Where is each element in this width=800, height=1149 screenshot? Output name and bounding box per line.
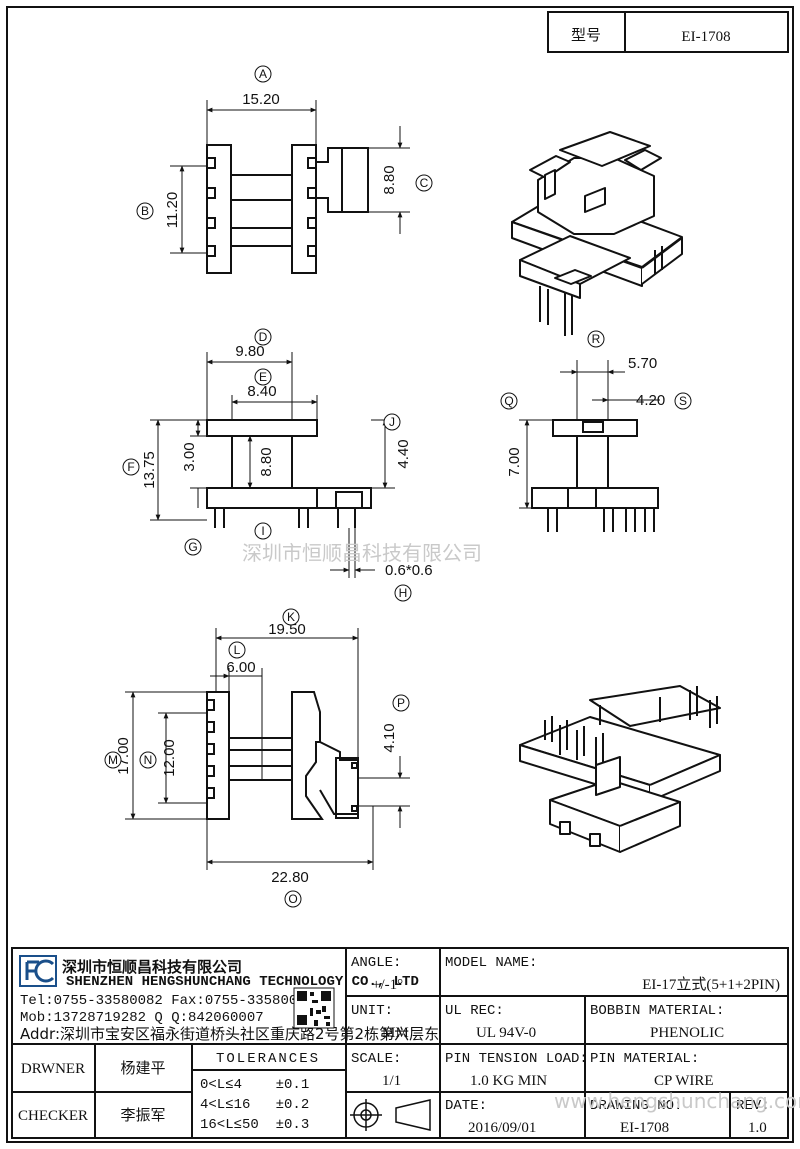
callout-n: N	[144, 753, 153, 767]
drwner-label: DRWNER	[21, 1061, 85, 1077]
qr-code	[293, 987, 335, 1029]
scale-label: SCALE:	[351, 1051, 401, 1067]
dim-n: 12.00	[161, 739, 178, 777]
company-mob-qq: Mob:13728719282 Q Q:842060007	[20, 1010, 264, 1026]
dim-d: 9.80	[235, 343, 264, 360]
callout-k: K	[287, 610, 295, 624]
company-name-en: SHENZHEN HENGSHUNCHANG TECHNOLOGY CO., L…	[66, 974, 419, 990]
angle-value: +/-1°	[372, 977, 403, 993]
dim-o: 22.80	[271, 869, 309, 886]
model-name-value: EI-17立式(5+1+2PIN)	[642, 976, 780, 993]
dim-k: 19.50	[268, 621, 306, 638]
dim-r: 5.70	[628, 355, 657, 372]
projection-symbol	[350, 1099, 431, 1131]
unit-label: UNIT:	[351, 1003, 393, 1019]
rev-label: REV:	[736, 1098, 770, 1114]
callout-l: L	[234, 643, 241, 657]
title-block-grid	[11, 947, 789, 1139]
callout-a: A	[259, 67, 267, 81]
company-name-cn: 深圳市恒顺昌科技有限公司	[62, 958, 242, 976]
pin-material-value: CP WIRE	[654, 1073, 714, 1089]
pin-tension-label: PIN TENSION LOAD:	[445, 1051, 588, 1067]
dim-q: 7.00	[506, 447, 523, 476]
company-logo	[19, 955, 57, 987]
tolerances-label: TOLERANCES	[216, 1051, 320, 1067]
dim-j: 4.40	[395, 439, 412, 468]
tolerance-row-1: 0<L≤4 ±0.1	[200, 1077, 309, 1093]
callout-o: O	[288, 892, 297, 906]
tolerance-row-2: 4<L≤16 ±0.2	[200, 1097, 309, 1113]
date-label: DATE:	[445, 1098, 487, 1114]
top-view	[206, 144, 369, 274]
bottom-view-dims	[125, 628, 410, 870]
drwner-value: 杨建平	[120, 1059, 165, 1077]
watermark-text: 深圳市恒顺昌科技有限公司	[242, 541, 482, 565]
unit-value: MM	[382, 1025, 409, 1041]
bobbin-material-label: BOBBIN MATERIAL:	[590, 1003, 724, 1019]
callout-c: C	[420, 176, 429, 190]
side-view-dims	[519, 360, 660, 509]
model-number: EI-1708	[681, 29, 730, 45]
isometric-view-top	[511, 131, 683, 336]
date-value: 2016/09/01	[468, 1120, 536, 1136]
callout-e: E	[259, 370, 267, 384]
callout-m: M	[108, 753, 118, 767]
rev-value: 1.0	[748, 1120, 767, 1136]
drawing-border	[6, 6, 794, 1143]
watermark-url: www.hengshunchang.com	[554, 1089, 800, 1113]
dim-a: 15.20	[242, 91, 280, 108]
checker-label: CHECKER	[18, 1108, 88, 1124]
tolerance-row-3: 16<L≤50 ±0.3	[200, 1117, 309, 1133]
callout-s: S	[679, 394, 687, 408]
dim-s: 4.20	[636, 392, 665, 409]
pin-tension-value: 1.0 KG MIN	[470, 1073, 547, 1089]
side-view	[531, 419, 659, 532]
dim-p: 4.10	[381, 723, 398, 752]
isometric-view-bottom	[519, 685, 721, 853]
callout-b: B	[141, 204, 149, 218]
ul-rec-value: UL 94V-0	[476, 1025, 536, 1041]
header-box: 型号 EI-1708	[547, 11, 789, 53]
dim-f: 13.75	[141, 451, 158, 489]
drawing-no-label: DRAWING NO:	[590, 1098, 682, 1114]
drawing-no-value: EI-1708	[620, 1120, 669, 1136]
callout-p: P	[397, 696, 405, 710]
ul-rec-label: UL REC:	[445, 1003, 504, 1019]
callout-r: R	[592, 332, 601, 346]
company-tel-fax: Tel:0755-33580082 Fax:0755-33580083	[20, 993, 314, 1009]
dim-b: 11.20	[164, 192, 181, 228]
callout-g: G	[188, 540, 197, 554]
dim-l: 6.00	[226, 659, 255, 676]
callout-j: J	[389, 415, 395, 429]
callout-q: Q	[504, 394, 513, 408]
callout-h: H	[399, 586, 408, 600]
bottom-view	[206, 691, 359, 820]
company-address: Addr:深圳市宝安区福永街道桥头社区重庆路2号第2栋第六层东	[20, 1025, 439, 1043]
type-label: 型号	[571, 26, 601, 44]
dim-f2: 3.00	[181, 442, 198, 471]
dim-f3: 8.80	[258, 447, 275, 476]
dim-e: 8.40	[247, 383, 276, 400]
angle-label: ANGLE:	[351, 955, 401, 971]
top-view-dims	[170, 100, 410, 254]
checker-value: 李振军	[120, 1106, 165, 1124]
callout-d: D	[259, 330, 268, 344]
callout-i: I	[261, 524, 264, 538]
front-view	[206, 419, 372, 528]
scale-value: 1/1	[382, 1073, 401, 1089]
model-name-label: MODEL NAME:	[445, 955, 537, 971]
callout-f: F	[127, 460, 134, 474]
dim-c: 8.80	[381, 165, 398, 194]
callout-circles	[104, 65, 692, 908]
dim-h: 0.6*0.6	[385, 562, 433, 579]
pin-material-label: PIN MATERIAL:	[590, 1051, 699, 1067]
bobbin-material-value: PHENOLIC	[650, 1025, 724, 1041]
